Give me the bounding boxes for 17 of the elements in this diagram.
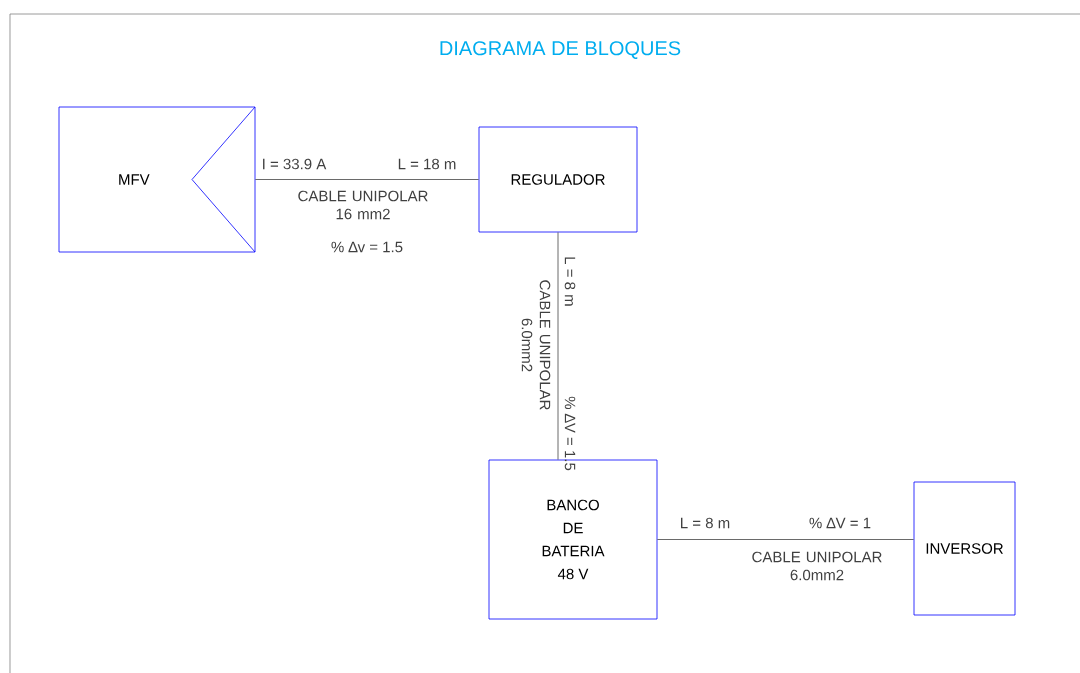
cable-spec: % ∆V = 1.5 [564, 396, 576, 471]
cable-line [255, 179, 479, 180]
cable-spec: I = 33.9 A [263, 158, 327, 170]
cable-spec: L = 8 m [564, 257, 576, 306]
title: DIAGRAMA DE BLOQUES [440, 41, 681, 59]
edge-label: CABLE UNIPOLAR 6.0mm2 [752, 551, 882, 581]
cable-spec: L = 18 m [398, 158, 456, 170]
cable-spec: % ∆V = 1 [809, 517, 871, 529]
module-box: MFV [58, 106, 256, 253]
edge-label: CABLE UNIPOLAR 6.0mm2 [521, 280, 551, 410]
cable-line [557, 232, 559, 460]
cable-spec: % ∆v = 1.5 [331, 241, 403, 253]
block-box: INVERSOR [913, 481, 1016, 616]
cable-spec: L = 8 m [681, 517, 730, 529]
edge-label: CABLE UNIPOLAR 16 mm2 [298, 190, 428, 220]
block-box: REGULADOR [478, 126, 638, 233]
cable-line [657, 539, 914, 540]
